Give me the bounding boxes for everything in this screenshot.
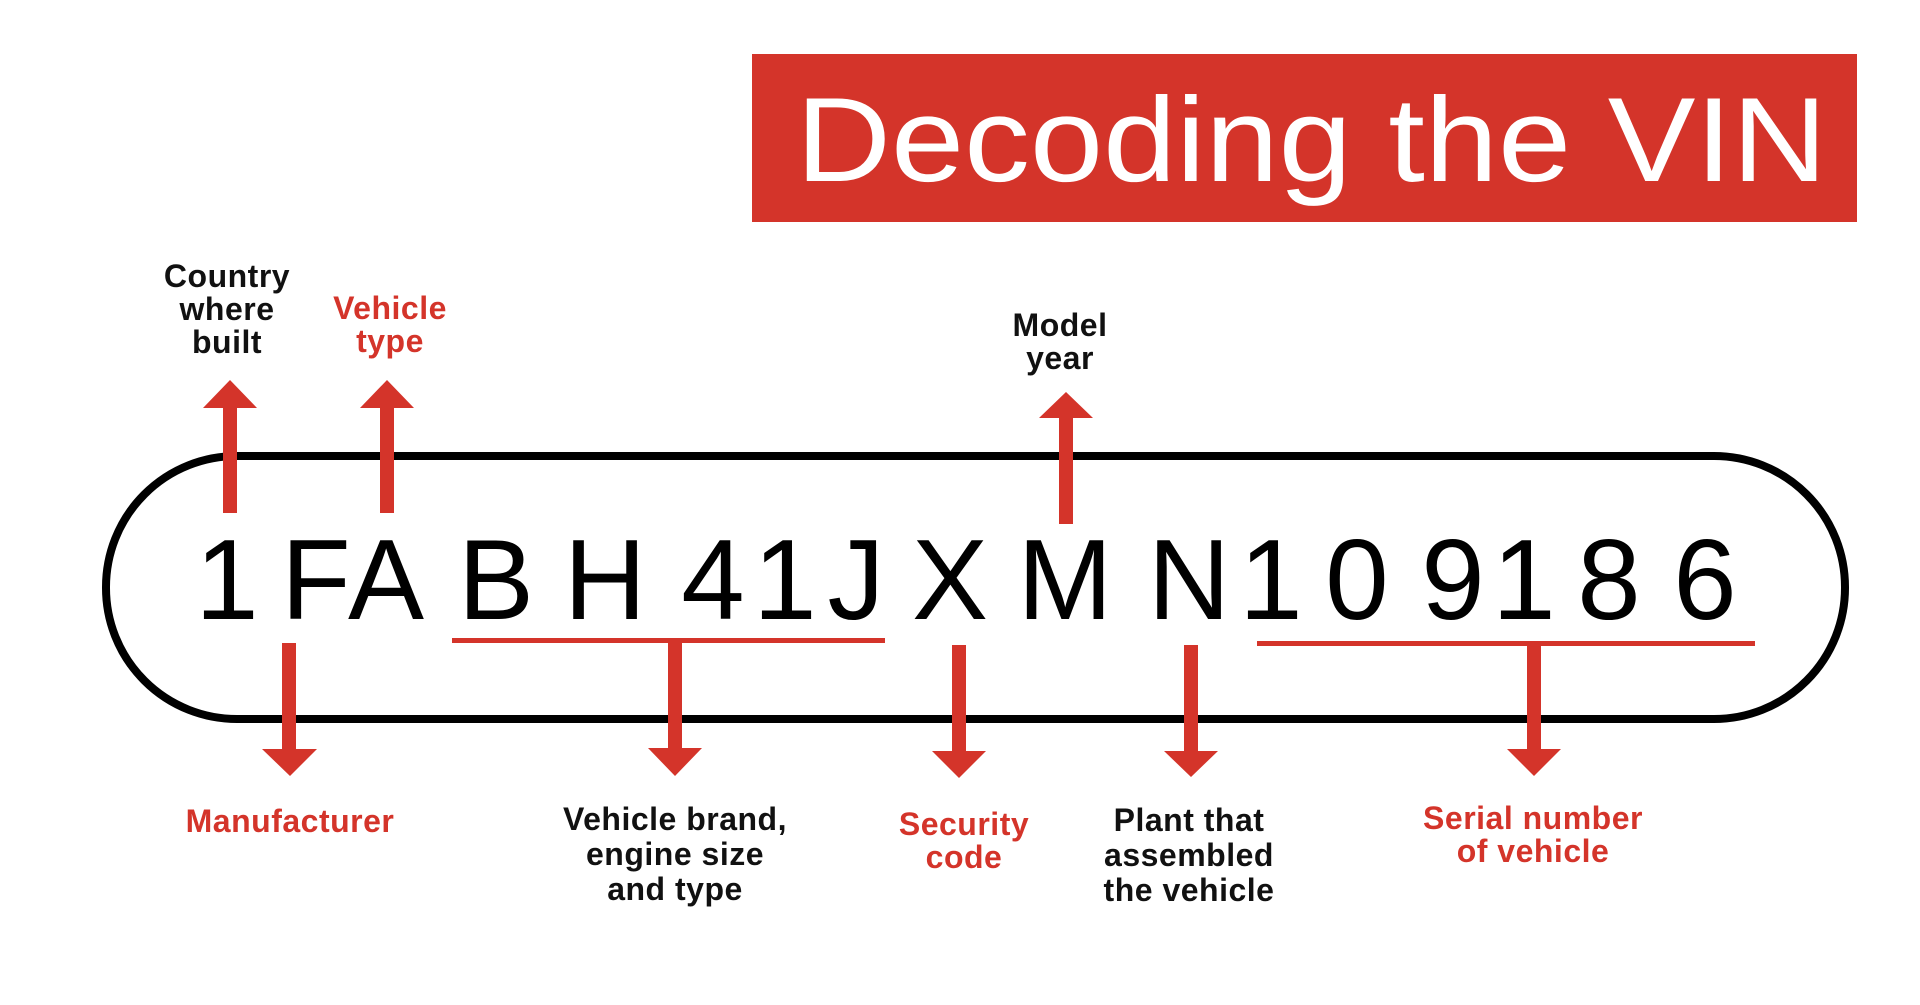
vin-char-9: X — [912, 517, 988, 644]
arrow-down-plant-icon — [1164, 645, 1218, 777]
arrow-down-security-icon — [932, 645, 986, 778]
vin-char-14: 9 — [1421, 517, 1484, 644]
label-serial-number: Serial number of vehicle — [1423, 802, 1643, 868]
arrow-down-manufacturer-icon — [262, 643, 317, 776]
vin-char-8: J — [828, 517, 885, 644]
vin-char-4: B — [458, 517, 534, 644]
label-line: of vehicle — [1456, 833, 1610, 869]
label-line: Vehicle brand, — [563, 801, 787, 837]
arrow-up-vehicle-type-icon — [360, 380, 414, 513]
vin-char-15: 1 — [1492, 517, 1555, 644]
label-vehicle-brand: Vehicle brand, engine size and type — [563, 802, 787, 907]
label-line: and type — [607, 871, 743, 907]
label-line: Manufacturer — [185, 803, 395, 839]
vin-char-17: 6 — [1673, 517, 1736, 644]
label-line: year — [1026, 340, 1094, 376]
page-title: Decoding the VIN — [796, 73, 1827, 207]
arrow-down-brand-icon — [648, 640, 702, 776]
serial-underline — [1257, 641, 1755, 646]
vin-characters: 1 F A B H 4 1 J X M N 1 0 9 1 8 6 — [195, 517, 1736, 644]
vin-char-5: H — [564, 517, 646, 644]
arrow-down-serial-icon — [1507, 643, 1561, 776]
vin-char-10: M — [1018, 517, 1113, 644]
label-manufacturer: Manufacturer — [186, 805, 395, 838]
label-line: Country — [163, 258, 291, 294]
title-banner — [752, 54, 1857, 222]
arrow-up-model-year-icon — [1039, 392, 1093, 524]
label-line: where — [179, 291, 275, 327]
label-line: assembled — [1104, 837, 1274, 873]
vin-char-2: F — [281, 517, 351, 644]
vin-pill-outline — [102, 452, 1849, 723]
arrow-up-country-icon — [203, 380, 257, 513]
vin-char-16: 8 — [1577, 517, 1640, 644]
label-line: type — [356, 323, 424, 359]
vin-char-12: 1 — [1239, 517, 1302, 644]
label-line: code — [925, 839, 1003, 875]
vin-char-3: A — [348, 517, 424, 644]
label-line: Vehicle — [333, 290, 447, 326]
label-model-year: Model year — [1013, 309, 1108, 375]
label-line: the vehicle — [1103, 872, 1275, 908]
label-line: built — [191, 324, 263, 360]
label-line: Plant that — [1113, 802, 1265, 838]
label-country-where-built: Country where built — [164, 260, 290, 359]
label-line: Serial number — [1423, 800, 1643, 836]
vin-char-13: 0 — [1325, 517, 1388, 644]
label-security-code: Security code — [899, 808, 1029, 874]
label-line: Model — [1012, 307, 1108, 343]
vin-char-7: 1 — [753, 517, 816, 644]
label-assembly-plant: Plant that assembled the vehicle — [1104, 803, 1275, 908]
vin-char-6: 4 — [681, 517, 744, 644]
vin-char-1: 1 — [195, 517, 258, 644]
label-line: engine size — [586, 836, 764, 872]
label-vehicle-type: Vehicle type — [333, 292, 447, 358]
vin-char-11: N — [1148, 517, 1230, 644]
label-line: Security — [898, 806, 1030, 842]
